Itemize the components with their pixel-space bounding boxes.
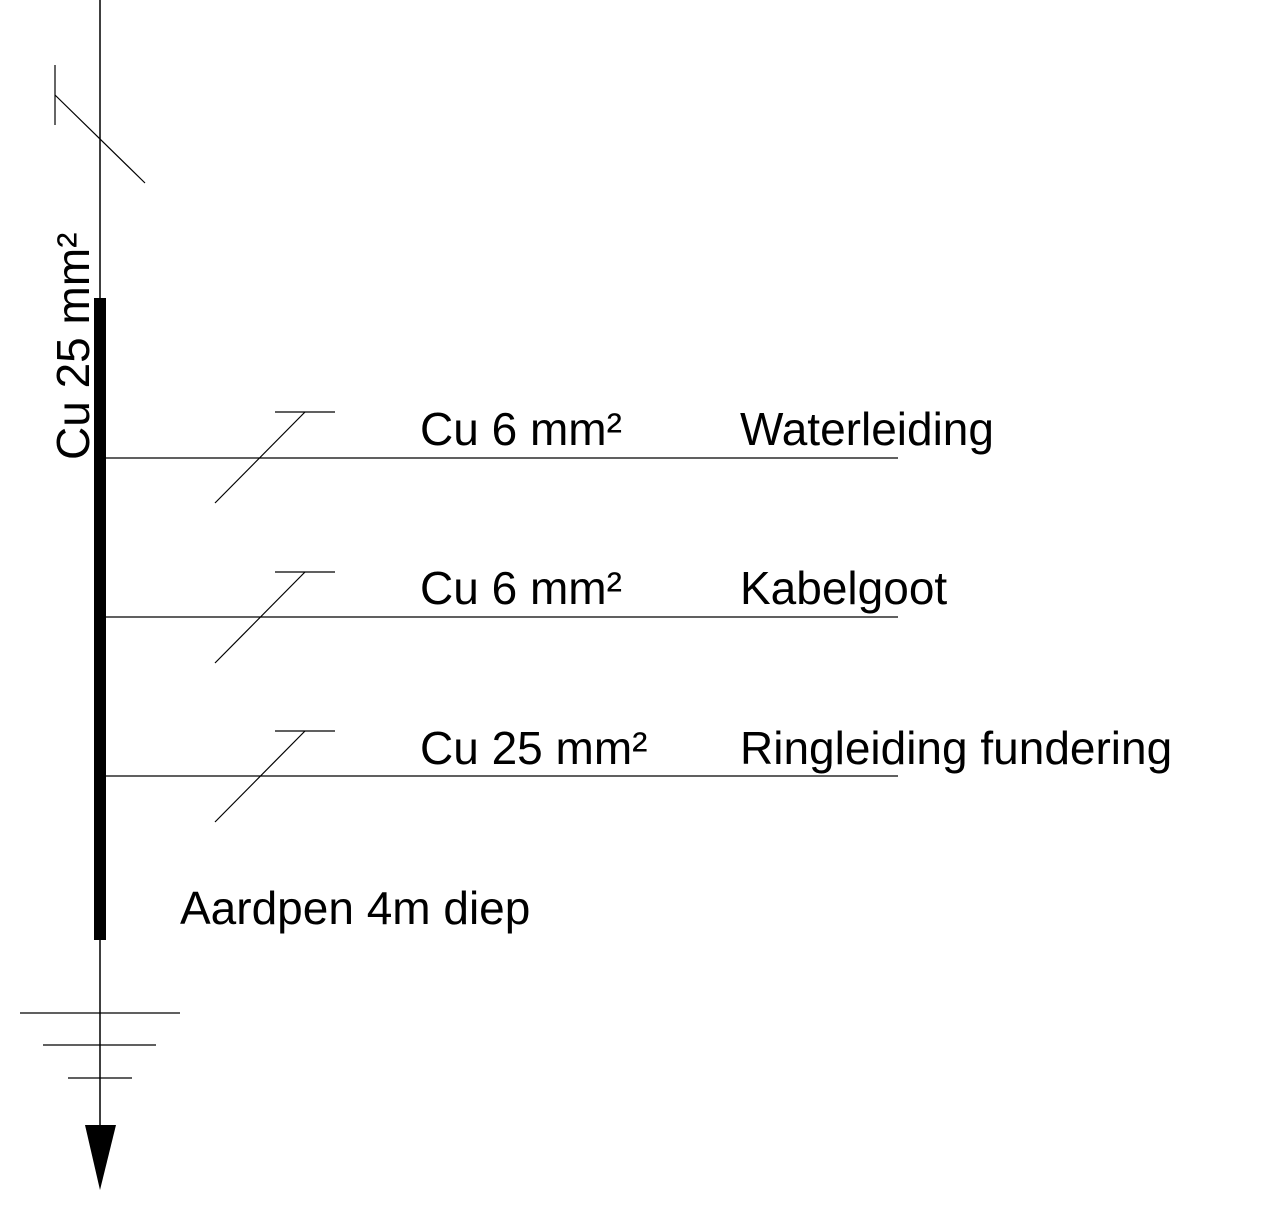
disconnect-symbol (54, 65, 146, 184)
earth-rod-label: Aardpen 4m diep (180, 882, 531, 934)
branch-kabelgoot (100, 571, 898, 664)
down-arrow-icon (85, 1125, 116, 1190)
branch-3-destination-label: Ringleiding fundering (740, 722, 1173, 774)
branch-2-conductor-label: Cu 6 mm² (420, 562, 622, 614)
branch-waterleiding (100, 411, 898, 504)
main-conductor-label: Cu 25 mm² (47, 232, 99, 460)
branch-2-destination-label: Kabelgoot (740, 562, 948, 614)
earth-symbol (20, 1012, 180, 1079)
branch-3-conductor-label: Cu 25 mm² (420, 722, 648, 774)
branch-1-conductor-label: Cu 6 mm² (420, 403, 622, 455)
branch-1-destination-label: Waterleiding (740, 403, 994, 455)
branch-ringleiding (100, 730, 898, 823)
